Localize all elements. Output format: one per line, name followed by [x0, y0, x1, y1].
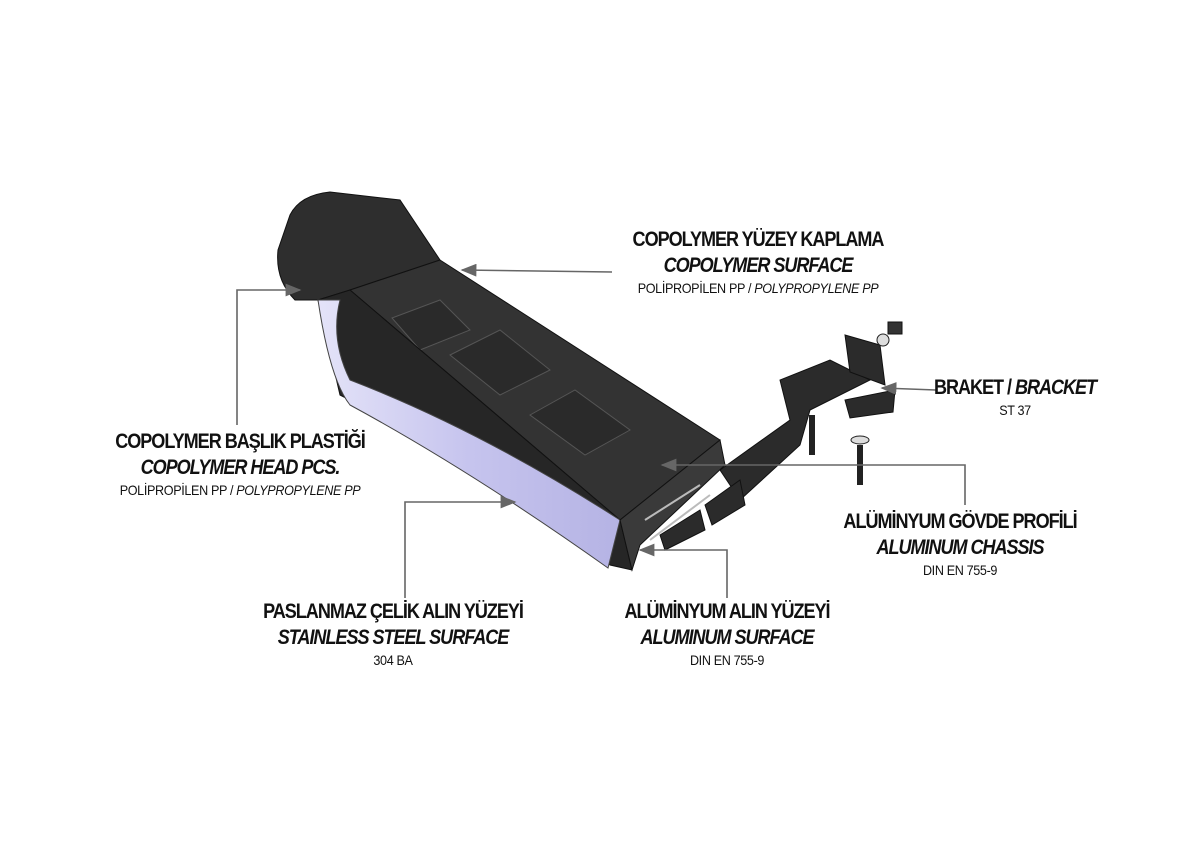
stainless-surface: [317, 299, 621, 569]
label-subtitle: COPOLYMER HEAD PCS.: [140, 456, 341, 479]
aluminum-chassis-end: [619, 439, 726, 572]
label-material: 304 BA: [373, 652, 413, 668]
label-title: ALÜMİNYUM GÖVDE PROFİLİ: [843, 510, 1077, 533]
label-bracket: BRAKET / BRACKET ST 37: [921, 377, 1109, 417]
label-material: POLİPROPİLEN PP / POLYPROPYLENE PP: [637, 280, 879, 296]
label-material: POLİPROPİLEN PP / POLYPROPYLENE PP: [119, 482, 361, 498]
bracket: [719, 359, 872, 501]
label-title: COPOLYMER YÜZEY KAPLAMA: [632, 228, 885, 251]
label-title: BRAKET / BRACKET: [933, 376, 1097, 399]
leader-lines: [236, 263, 966, 598]
label-aluminum-chassis: ALÜMİNYUM GÖVDE PROFİLİ ALUMINUM CHASSIS…: [824, 511, 1095, 577]
label-material: ST 37: [999, 402, 1031, 418]
label-subtitle: COPOLYMER SURFACE: [663, 254, 854, 277]
label-material: DIN EN 755-9: [922, 562, 998, 578]
label-subtitle: STAINLESS STEEL SURFACE: [277, 626, 510, 649]
label-aluminum-surface: ALÜMİNYUM ALIN YÜZEYİ ALUMINUM SURFACE D…: [608, 601, 846, 667]
label-subtitle: ALUMINUM CHASSIS: [876, 536, 1044, 559]
label-title: COPOLYMER BAŞLIK PLASTİĞİ: [115, 430, 366, 453]
label-title: PASLANMAZ ÇELİK ALIN YÜZEYİ: [263, 600, 524, 623]
label-subtitle: ALUMINUM SURFACE: [640, 626, 814, 649]
label-copolymer-surface: COPOLYMER YÜZEY KAPLAMA COPOLYMER SURFAC…: [612, 229, 904, 295]
label-title: ALÜMİNYUM ALIN YÜZEYİ: [624, 600, 830, 623]
label-stainless-surface: PASLANMAZ ÇELİK ALIN YÜZEYİ STAINLESS ST…: [242, 601, 544, 667]
label-copolymer-head: COPOLYMER BAŞLIK PLASTİĞİ COPOLYMER HEAD…: [95, 431, 385, 497]
label-material: DIN EN 755-9: [689, 652, 765, 668]
